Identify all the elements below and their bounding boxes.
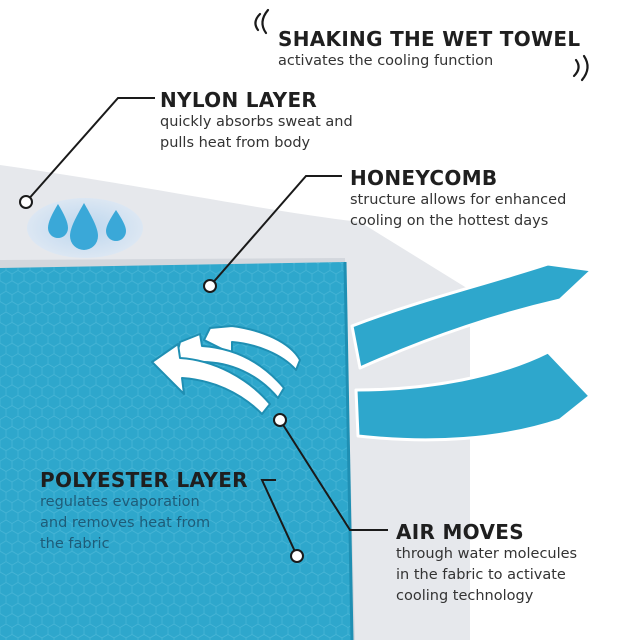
honeycomb-desc-line-1: structure allows for enhanced xyxy=(350,192,567,208)
air-desc-line-2: in the fabric to activate xyxy=(396,567,566,583)
shaking-callout: SHAKING THE WET TOWEL activates the cool… xyxy=(278,27,580,72)
leader-dots xyxy=(19,195,304,563)
polyester-desc-line-2: and removes heat from xyxy=(40,515,211,531)
polyester-callout: POLYESTER LAYER regulates evaporation an… xyxy=(40,468,248,555)
honeycomb-callout: HONEYCOMB structure allows for enhanced … xyxy=(350,166,566,232)
air-arrows-icon xyxy=(151,325,301,415)
nylon-title: NYLON LAYER xyxy=(160,88,318,112)
polyester-title: POLYESTER LAYER xyxy=(40,468,248,492)
shaking-desc-line-1: activates the cooling function xyxy=(278,53,494,69)
nylon-desc-line-1: quickly absorbs sweat and xyxy=(160,114,353,130)
polyester-desc-line-1: regulates evaporation xyxy=(40,494,200,510)
air-desc-line-3: cooling technology xyxy=(396,588,534,604)
polyester-layer-sheet xyxy=(0,261,354,640)
honeycomb-leader-line xyxy=(209,175,342,287)
honeycomb-title: HONEYCOMB xyxy=(350,166,498,190)
nylon-callout: NYLON LAYER quickly absorbs sweat and pu… xyxy=(160,88,353,154)
shaking-title: SHAKING THE WET TOWEL xyxy=(278,27,581,51)
air-callout: AIR MOVES through water molecules in the… xyxy=(396,520,577,607)
polyester-desc-line-3: the fabric xyxy=(40,536,110,552)
air-title: AIR MOVES xyxy=(396,520,524,544)
water-drops-icon xyxy=(27,198,143,258)
leader-lines xyxy=(25,97,388,557)
nylon-desc-line-2: pulls heat from body xyxy=(160,135,311,151)
wind-ribbons-icon xyxy=(350,262,594,442)
nylon-leader-line xyxy=(25,97,155,203)
honeycomb-desc-line-2: cooling on the hottest days xyxy=(350,213,549,229)
sound-waves-icon xyxy=(254,8,589,82)
air-leader-line xyxy=(279,419,388,531)
polyester-leader-line xyxy=(260,479,298,557)
air-desc-line-1: through water molecules xyxy=(396,546,578,562)
